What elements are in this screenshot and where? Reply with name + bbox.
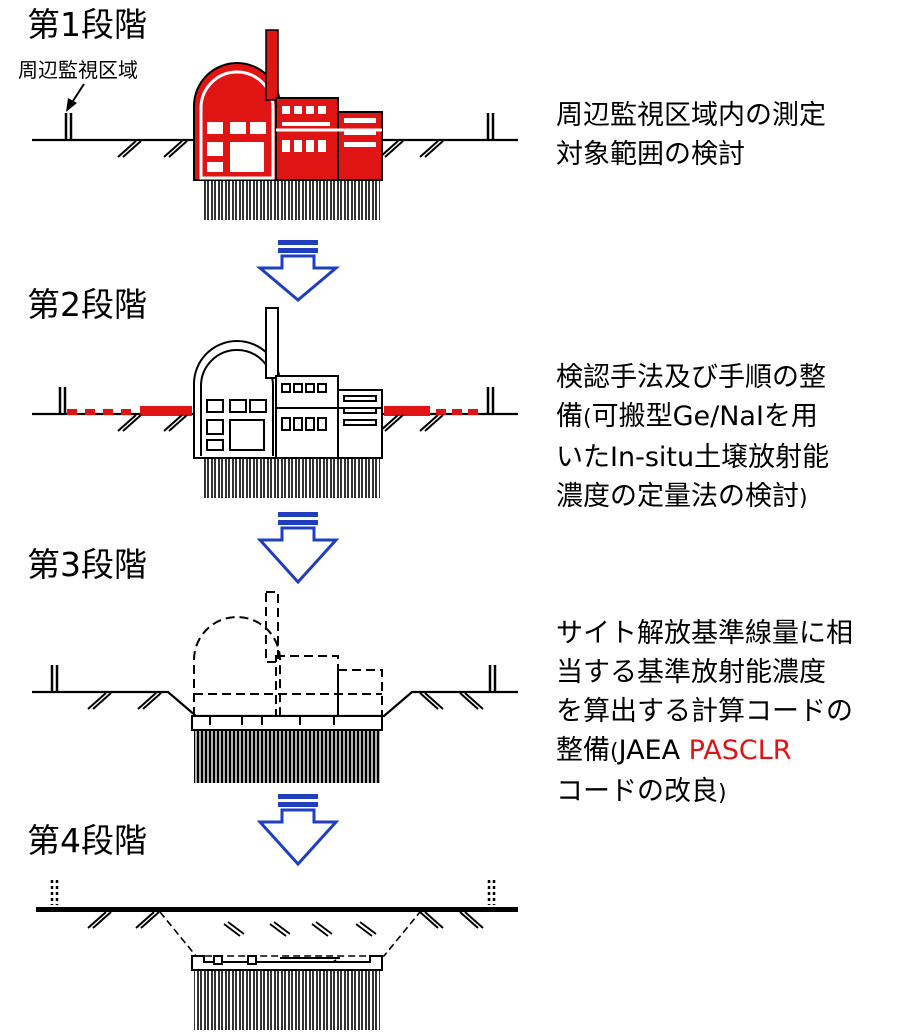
ground-hatch — [87, 692, 484, 710]
fence-left — [58, 387, 67, 414]
ground-line-restored — [36, 907, 518, 912]
down-arrow-3 — [256, 794, 340, 867]
stage1-desc-line2: 対象範囲の検討 — [556, 139, 745, 170]
stage3-desc-line5: コードの改良) — [556, 776, 727, 807]
code-name-highlight: PASCLR — [688, 735, 792, 766]
stage2-diagram — [32, 307, 518, 498]
stage2-desc-line4: 濃度の定量法の検討) — [556, 481, 808, 512]
fence-right — [486, 113, 495, 140]
fence-left — [64, 113, 73, 140]
stage2-label: 第2段階 — [27, 285, 147, 324]
stack-red — [265, 29, 279, 101]
removed-building-outline — [193, 591, 383, 740]
stage3-desc-line2: 当する基準放射能濃度 — [556, 657, 826, 688]
stage1-description: 周辺監視区域内の測定 対象範囲の検討 — [556, 96, 826, 174]
stage3-diagram — [32, 591, 518, 783]
boundary-pointer-arrow — [66, 83, 85, 112]
foundation-piles — [204, 180, 380, 220]
fence-left — [50, 665, 59, 692]
fence-right — [486, 387, 495, 414]
ground-hatch — [117, 140, 444, 158]
stage4-label: 第4段階 — [27, 821, 147, 860]
stage2-desc-line2: 備(可搬型Ge/NaIを用 — [556, 401, 818, 432]
foundation-piles-remaining — [194, 968, 380, 1030]
fence-right-removed — [487, 880, 496, 905]
boundary-label: 周辺監視区域 — [18, 58, 138, 82]
stage1-label: 第1段階 — [27, 5, 147, 44]
stage3-desc-line4: 整備(JAEA PASCLR — [556, 735, 792, 766]
stage3-label: 第3段階 — [27, 545, 147, 584]
reactor-building-red — [193, 29, 383, 181]
stage1-diagram — [32, 29, 518, 220]
measurement-area-left — [67, 406, 192, 416]
stage3-description: サイト解放基準線量に相 当する基準放射能濃度 を算出する計算コードの 整備(JA… — [556, 614, 853, 813]
backfill-outline — [159, 911, 421, 957]
down-arrow-2 — [256, 512, 340, 585]
ground-hatch — [87, 911, 484, 929]
foundation-piles — [204, 458, 380, 498]
fence-right — [488, 665, 497, 692]
stage3-desc-line3: を算出する計算コードの — [556, 696, 853, 727]
measurement-area-right — [384, 406, 478, 416]
stage2-description: 検認手法及び手順の整 備(可搬型Ge/NaIを用 いたIn-situ土壌放射能 … — [556, 358, 829, 518]
stage2-desc-line1: 検認手法及び手順の整 — [556, 362, 826, 393]
fence-left-removed — [50, 880, 59, 905]
foundation-slab — [191, 715, 383, 731]
ground-hatch — [117, 414, 444, 432]
down-arrow-1 — [255, 240, 341, 302]
stage4-diagram — [36, 880, 518, 1030]
reactor-building-outline — [193, 307, 383, 459]
foundation-slab-remaining — [191, 955, 383, 971]
stage2-desc-line3: いたIn-situ土壌放射能 — [556, 442, 830, 473]
stage1-desc-line1: 周辺監視区域内の測定 — [556, 100, 826, 131]
foundation-piles-remaining — [194, 728, 380, 783]
stage3-desc-line1: サイト解放基準線量に相 — [556, 618, 853, 649]
